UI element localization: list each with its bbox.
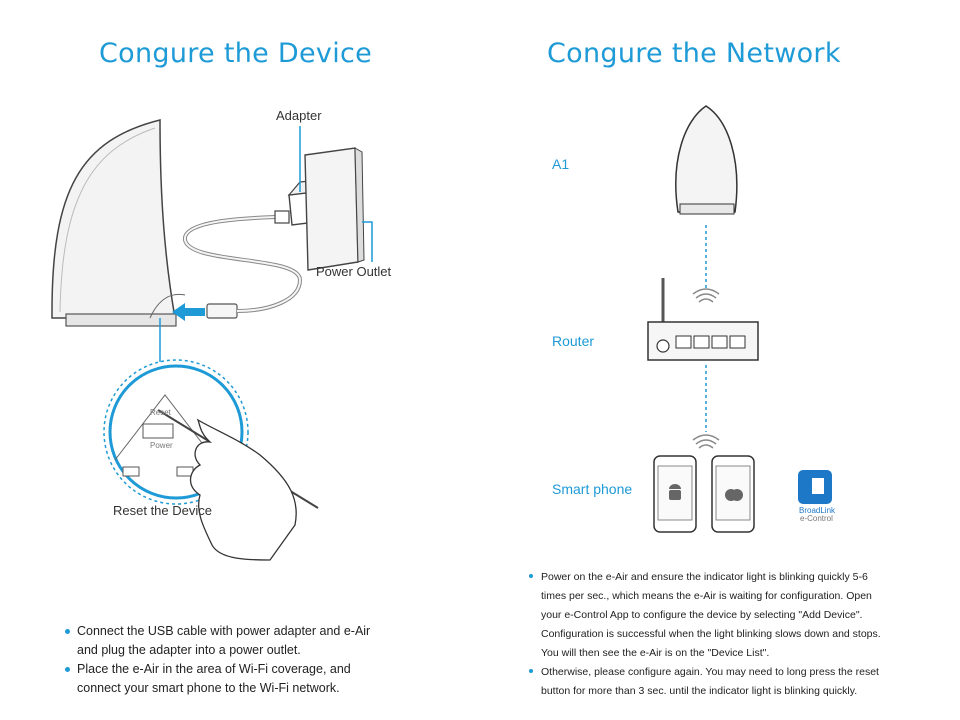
usb-arrow — [172, 303, 238, 321]
a1-label: A1 — [552, 156, 570, 172]
apple-phone — [711, 455, 755, 533]
reset-small-label: Reset — [150, 408, 171, 417]
right-title: Congure the Network — [547, 38, 841, 69]
broadlink-label: BroadLink — [799, 506, 836, 515]
android-phone — [653, 455, 697, 533]
power-outlet-label: Power Outlet — [316, 264, 392, 279]
left-instructions: Connect the USB cable with power adapter… — [64, 622, 394, 698]
wifi-icon — [692, 434, 720, 449]
smart-phone-label: Smart phone — [552, 481, 633, 497]
adapter-label: Adapter — [276, 108, 322, 123]
wifi-icon — [692, 288, 720, 303]
left-bullet-1: Connect the USB cable with power adapter… — [64, 622, 394, 660]
reset-detail — [103, 359, 319, 561]
right-bullet-2: Otherwise, please configure again. You m… — [528, 663, 888, 701]
right-bullet-1: Power on the e-Air and ensure the indica… — [528, 568, 888, 663]
usb-cable — [183, 215, 303, 313]
apple-icon — [725, 489, 743, 501]
a1-device — [675, 105, 738, 215]
android-icon — [669, 484, 681, 500]
router-label: Router — [552, 333, 595, 349]
power-small-label: Power — [150, 441, 173, 450]
outlet-leader — [362, 221, 373, 262]
right-instructions: Power on the e-Air and ensure the indica… — [528, 568, 888, 701]
left-title: Congure the Device — [99, 38, 373, 69]
e-air-device — [51, 119, 186, 327]
router — [647, 278, 759, 361]
reset-the-device-label: Reset the Device — [113, 503, 212, 518]
left-bullet-2: Place the e-Air in the area of Wi-Fi cov… — [64, 660, 394, 698]
power-outlet — [304, 147, 365, 271]
e-control-label: e-Control — [800, 514, 833, 523]
e-control-app-icon — [798, 470, 832, 504]
